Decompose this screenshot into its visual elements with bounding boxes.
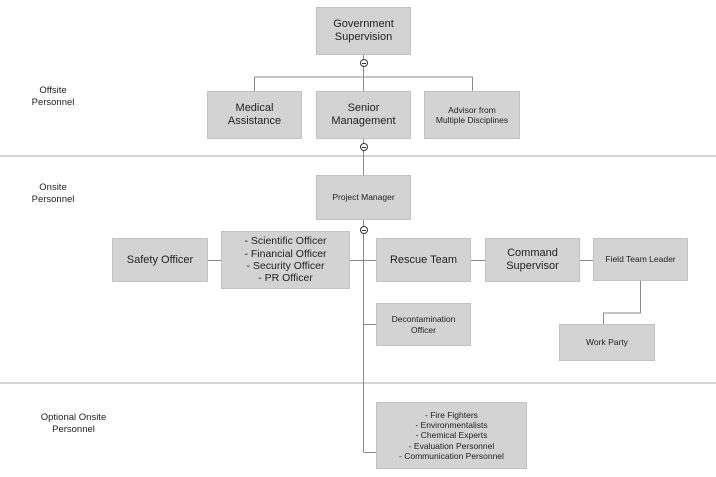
node-rescue-team[interactable]: Rescue Team	[376, 238, 471, 282]
node-work-party[interactable]: Work Party	[559, 324, 655, 361]
connector-field-work	[603, 281, 641, 324]
section-label-optional: Optional Onsite Personnel	[40, 412, 107, 435]
node-medical-assistance[interactable]: Medical Assistance	[207, 91, 302, 139]
section-label-offsite: Offsite Personnel	[31, 85, 75, 108]
node-command-supervisor[interactable]: Command Supervisor	[485, 238, 580, 282]
collapse-toggle-project-manager[interactable]	[359, 226, 368, 234]
collapse-toggle-senior[interactable]	[359, 143, 368, 151]
node-decontamination-officer[interactable]: Decontamination Officer	[376, 303, 471, 346]
node-senior-management[interactable]: Senior Management	[316, 91, 411, 139]
node-advisor-multiple-disciplines[interactable]: Advisor from Multiple Disciplines	[424, 91, 520, 139]
node-officers-list[interactable]: - Scientific Officer - Financial Officer…	[221, 231, 350, 289]
collapse-toggle-government[interactable]	[359, 59, 368, 67]
node-safety-officer[interactable]: Safety Officer	[112, 238, 208, 282]
section-label-onsite: Onsite Personnel	[31, 182, 75, 205]
node-field-team-leader[interactable]: Field Team Leader	[593, 238, 688, 281]
node-government-supervision[interactable]: Government Supervision	[316, 7, 411, 55]
node-project-manager[interactable]: Project Manager	[316, 175, 411, 220]
node-optional-personnel-list[interactable]: - Fire Fighters - Environmentalists - Ch…	[376, 402, 527, 469]
